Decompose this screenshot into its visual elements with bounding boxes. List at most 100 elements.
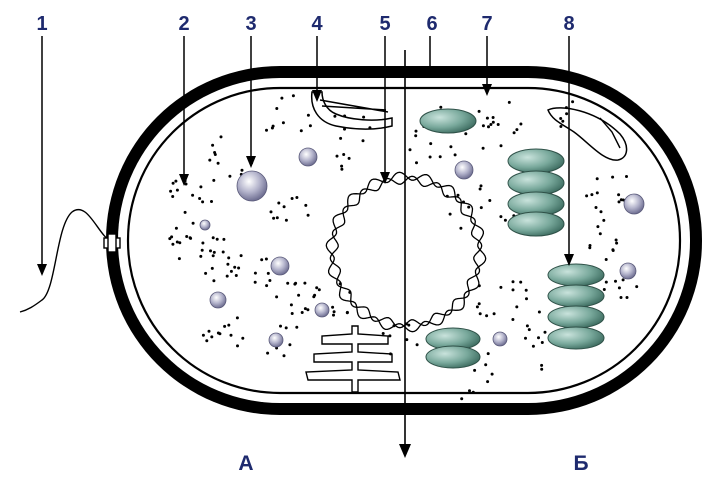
ribosome-dot: [233, 265, 237, 269]
ribosome-dot: [614, 238, 618, 242]
ribosome-dot: [478, 187, 482, 191]
ribosome-dot: [559, 125, 563, 128]
ribosome-dot: [308, 124, 312, 128]
ribosome-dot: [594, 206, 598, 209]
ribosome-dot: [585, 194, 589, 198]
ribosome-dot: [477, 284, 481, 288]
ribosome-dot: [611, 248, 615, 252]
ribosome-dot: [227, 323, 231, 327]
ribosome-dot: [404, 322, 408, 326]
ribosome-dot: [198, 197, 202, 200]
ribosome-dot: [604, 258, 608, 261]
ribosome-dot: [178, 241, 182, 245]
ribosome-dot: [216, 331, 220, 335]
ribosome-dot: [540, 341, 544, 344]
ribosome-dot: [284, 218, 288, 222]
ribosome-dot: [303, 281, 307, 285]
ribosome-dot: [201, 333, 205, 337]
ribosome-dot: [619, 296, 623, 299]
ribosome-dot: [169, 189, 173, 193]
ribosome-dot: [280, 96, 284, 100]
ribosome-dot: [269, 210, 273, 214]
ribosome-dot: [617, 200, 621, 204]
ribosome-dot: [317, 288, 321, 292]
ribosome-dot: [211, 143, 215, 147]
arrowhead-5: [380, 172, 390, 184]
vesicle: [199, 219, 211, 231]
ribosome-dot: [253, 280, 257, 284]
ribosome-dot: [635, 285, 639, 289]
ribosome-dot: [499, 285, 503, 289]
ribosome-dot: [604, 280, 608, 284]
ribosome-dot: [212, 178, 216, 182]
ribosome-dot: [338, 282, 342, 286]
ribosome-dot: [175, 240, 179, 244]
ribosome-dot: [306, 113, 310, 117]
ribosome-dot: [290, 312, 294, 315]
ribosome-dot: [209, 249, 212, 253]
ribosome-dot: [599, 210, 603, 214]
ribosome-dot: [499, 144, 503, 148]
ribosome-dot: [362, 115, 366, 119]
ribosome-dot: [277, 201, 281, 205]
ribosome-dot: [275, 107, 279, 110]
ribosome-dot: [304, 203, 308, 207]
ribosome-dot: [212, 250, 216, 254]
ribosome-dot: [191, 221, 195, 225]
arrowhead-2: [179, 174, 189, 186]
ribosome-dot: [414, 134, 418, 138]
ribosome-dot: [275, 295, 279, 299]
ribosome-dot: [299, 129, 303, 133]
ribosome-dot: [489, 123, 493, 126]
thylakoid-disk: [507, 170, 565, 196]
label-1: 1: [36, 13, 47, 35]
ribosome-dot: [515, 128, 519, 132]
label-5: 5: [379, 13, 390, 35]
plastids: [419, 108, 605, 369]
ribosome-dot: [540, 367, 544, 371]
ribosome-dot: [284, 326, 288, 330]
ribosome-dot: [448, 212, 452, 216]
leader-lines: [41, 36, 570, 268]
ribosome-dot: [348, 290, 352, 294]
ribosome-dot: [223, 324, 227, 328]
ribosome-dot: [453, 153, 457, 157]
thylakoid-disk: [419, 108, 477, 134]
ribosome-dot: [381, 332, 385, 335]
vesicle: [268, 332, 284, 348]
ribosome-dot: [226, 262, 230, 266]
ribosome-dot: [602, 218, 606, 222]
ribosome-dot: [462, 200, 465, 204]
plasma-membrane: [126, 86, 682, 395]
arrowhead-4: [312, 90, 322, 102]
ribosome-dot: [207, 329, 211, 333]
ribosome-dot: [486, 352, 490, 356]
ribosome-dot: [264, 257, 268, 261]
part-label-b: Б: [573, 452, 588, 475]
ribosome-dot: [335, 154, 339, 158]
ribosome-dot: [286, 281, 290, 285]
ribosome-dot: [168, 237, 172, 241]
thylakoid-disk: [547, 284, 605, 308]
thylakoid-disk: [425, 345, 481, 369]
ribosome-dot: [439, 105, 443, 109]
ribosome-dot: [571, 100, 575, 104]
arrowhead-8: [564, 254, 574, 266]
ribosome-dot: [174, 179, 178, 183]
flagellum: [19, 208, 113, 313]
ribosome-dot: [343, 114, 347, 118]
ribosome-dot: [313, 293, 317, 297]
ribosome-dot: [175, 188, 179, 192]
ribosome-dot: [438, 155, 442, 159]
ribosome-dot: [499, 215, 503, 219]
ribosome-dot: [219, 135, 223, 139]
ribosome-dot: [211, 236, 215, 240]
ribosome-dot: [210, 335, 214, 339]
ribosome-dot: [240, 168, 244, 172]
ribosome-dot: [266, 351, 270, 355]
ribosome-dot: [174, 226, 178, 230]
ribosome-dot: [184, 182, 188, 186]
ribosome-dot: [392, 324, 396, 328]
ribosome-dot: [290, 197, 294, 200]
ribosome-dot: [208, 158, 212, 162]
